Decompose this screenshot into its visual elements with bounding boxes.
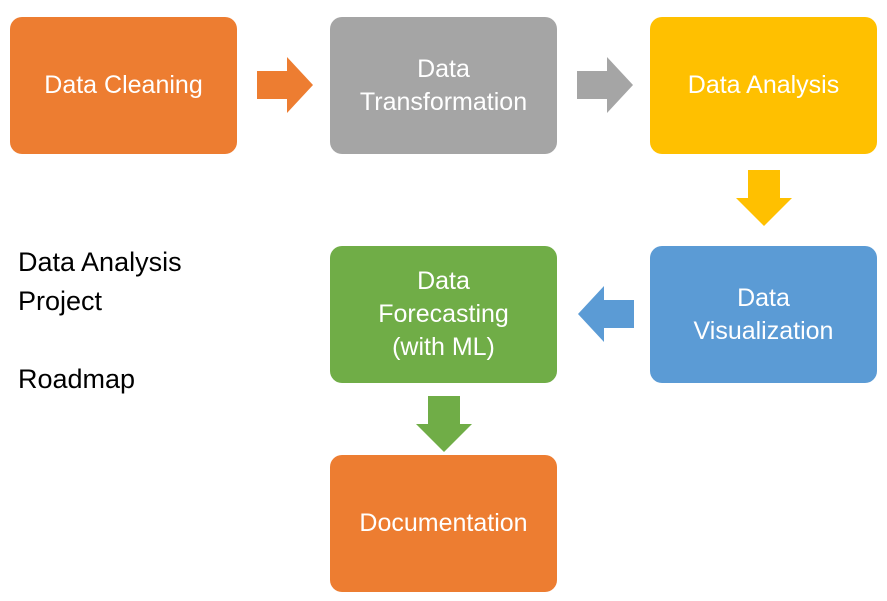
- step-data-forecasting-label-1: Data: [417, 267, 470, 295]
- arrow-right-icon: [257, 57, 313, 113]
- step-data-analysis: Data Analysis: [650, 17, 877, 154]
- arrow-down-icon: [736, 170, 792, 226]
- step-data-transformation-label-2: Transformation: [359, 87, 528, 116]
- step-data-transformation-label-1: Data: [417, 54, 470, 83]
- step-data-cleaning-label: Data Cleaning: [44, 71, 203, 99]
- roadmap-title: Data Analysis Project Roadmap: [18, 243, 258, 399]
- step-data-visualization-label-1: Data: [737, 283, 790, 312]
- step-data-cleaning: Data Cleaning: [10, 17, 237, 154]
- step-documentation: Documentation: [330, 455, 557, 592]
- step-data-forecasting-label-3: (with ML): [392, 333, 495, 361]
- arrow-down-icon: [416, 396, 472, 452]
- arrow-right-icon: [577, 57, 633, 113]
- step-data-visualization: Data Visualization: [650, 246, 877, 383]
- roadmap-title-line-2: Project: [18, 286, 103, 317]
- step-data-analysis-label: Data Analysis: [687, 71, 840, 99]
- arrow-left-icon: [578, 286, 634, 342]
- step-data-forecasting: Data Forecasting (with ML): [330, 246, 557, 383]
- step-documentation-label: Documentation: [359, 509, 528, 537]
- roadmap-title-line-3: Roadmap: [18, 364, 136, 395]
- roadmap-title-spacer: [18, 321, 258, 360]
- step-data-forecasting-label-2: Forecasting: [378, 300, 509, 328]
- step-data-transformation: Data Transformation: [330, 17, 557, 154]
- roadmap-title-line-1: Data Analysis: [18, 247, 182, 277]
- step-data-visualization-label-2: Visualization: [693, 316, 834, 345]
